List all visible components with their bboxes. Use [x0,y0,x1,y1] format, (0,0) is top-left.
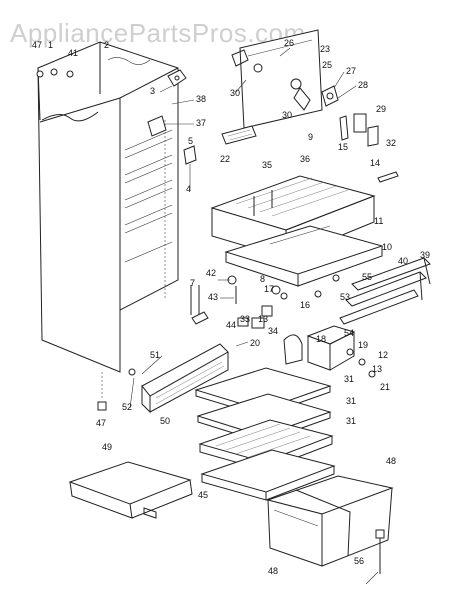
label-7: 7 [190,278,195,288]
label-50: 50 [160,416,170,426]
control-box [306,325,356,371]
label-53: 53 [340,292,350,302]
label-25: 25 [322,60,332,70]
slide-rails [339,257,431,325]
label-37: 37 [196,118,206,128]
label-57: 47 [96,418,106,428]
label-44: 44 [226,320,236,330]
label-39: 39 [420,250,430,260]
label-32: 32 [386,138,396,148]
label-55: 55 [362,272,372,282]
label-26: 26 [284,38,294,48]
crisper-cover-45 [200,449,336,501]
label-47: 47 [32,40,42,50]
label-48a: 48 [386,456,396,466]
label-20: 20 [250,338,260,348]
label-19: 19 [358,340,368,350]
bracket-5 [183,145,197,165]
label-27: 27 [346,66,356,76]
label-1: 1 [48,40,53,50]
vent-22 [221,125,257,145]
label-43: 43 [208,292,218,302]
label-30b: 30 [282,110,292,120]
top-hinge [167,69,187,87]
leveling-screw [97,372,107,411]
label-31a: 31 [344,374,354,384]
label-14: 14 [370,158,380,168]
bracket-37 [147,115,167,137]
label-45: 45 [198,490,208,500]
label-36: 36 [300,154,310,164]
watermark: AppliancePartsPros.com [10,18,306,48]
fan-motor [321,85,339,107]
label-17: 17 [264,284,274,294]
label-51: 51 [150,350,160,360]
label-31b: 31 [346,396,356,406]
light-housing [283,334,303,365]
label-31c: 31 [346,416,356,426]
label-40: 40 [398,256,408,266]
label-35: 35 [262,160,272,170]
clip-14 [367,125,379,147]
label-52: 52 [122,402,132,412]
crisper-drawer [266,475,394,567]
label-56: 56 [354,556,364,566]
label-21: 21 [380,382,390,392]
label-22: 22 [220,154,230,164]
cabinet [37,41,179,373]
label-49: 49 [102,442,112,452]
label-15: 15 [338,142,348,152]
label-3: 3 [150,86,155,96]
front-grille [128,343,229,414]
label-8: 8 [260,274,265,284]
label-41: 41 [68,48,78,58]
screws-top-left [36,68,74,78]
label-54: 54 [344,328,354,338]
hinge-pins [190,285,209,325]
label-30a: 30 [230,88,240,98]
part-labels: 47 1 41 2 3 38 37 5 4 22 30 26 23 25 27 … [32,38,430,576]
sensor-29 [339,113,367,141]
leader-lines [129,47,379,585]
label-4: 4 [186,184,191,194]
label-18: 18 [316,334,326,344]
label-38: 38 [196,94,206,104]
label-23: 23 [320,44,330,54]
label-10: 10 [382,242,392,252]
label-28: 28 [358,80,368,90]
label-13b: 13 [372,364,382,374]
meat-pan [68,461,193,519]
label-48b: 48 [268,566,278,576]
small-hardware [227,274,376,378]
label-13: 13 [258,314,268,324]
label-16: 16 [300,300,310,310]
label-9: 9 [308,132,313,142]
crisper-frame [224,225,384,287]
evaporator-cover [231,29,323,129]
strip-32 [377,171,399,183]
bolt-56 [375,529,385,574]
label-5: 5 [188,136,193,146]
label-29: 29 [376,104,386,114]
label-42: 42 [206,268,216,278]
label-11: 11 [374,216,383,226]
label-2: 2 [104,40,109,50]
label-12: 12 [378,350,388,360]
label-34: 34 [268,326,278,336]
label-33: 33 [240,314,250,324]
